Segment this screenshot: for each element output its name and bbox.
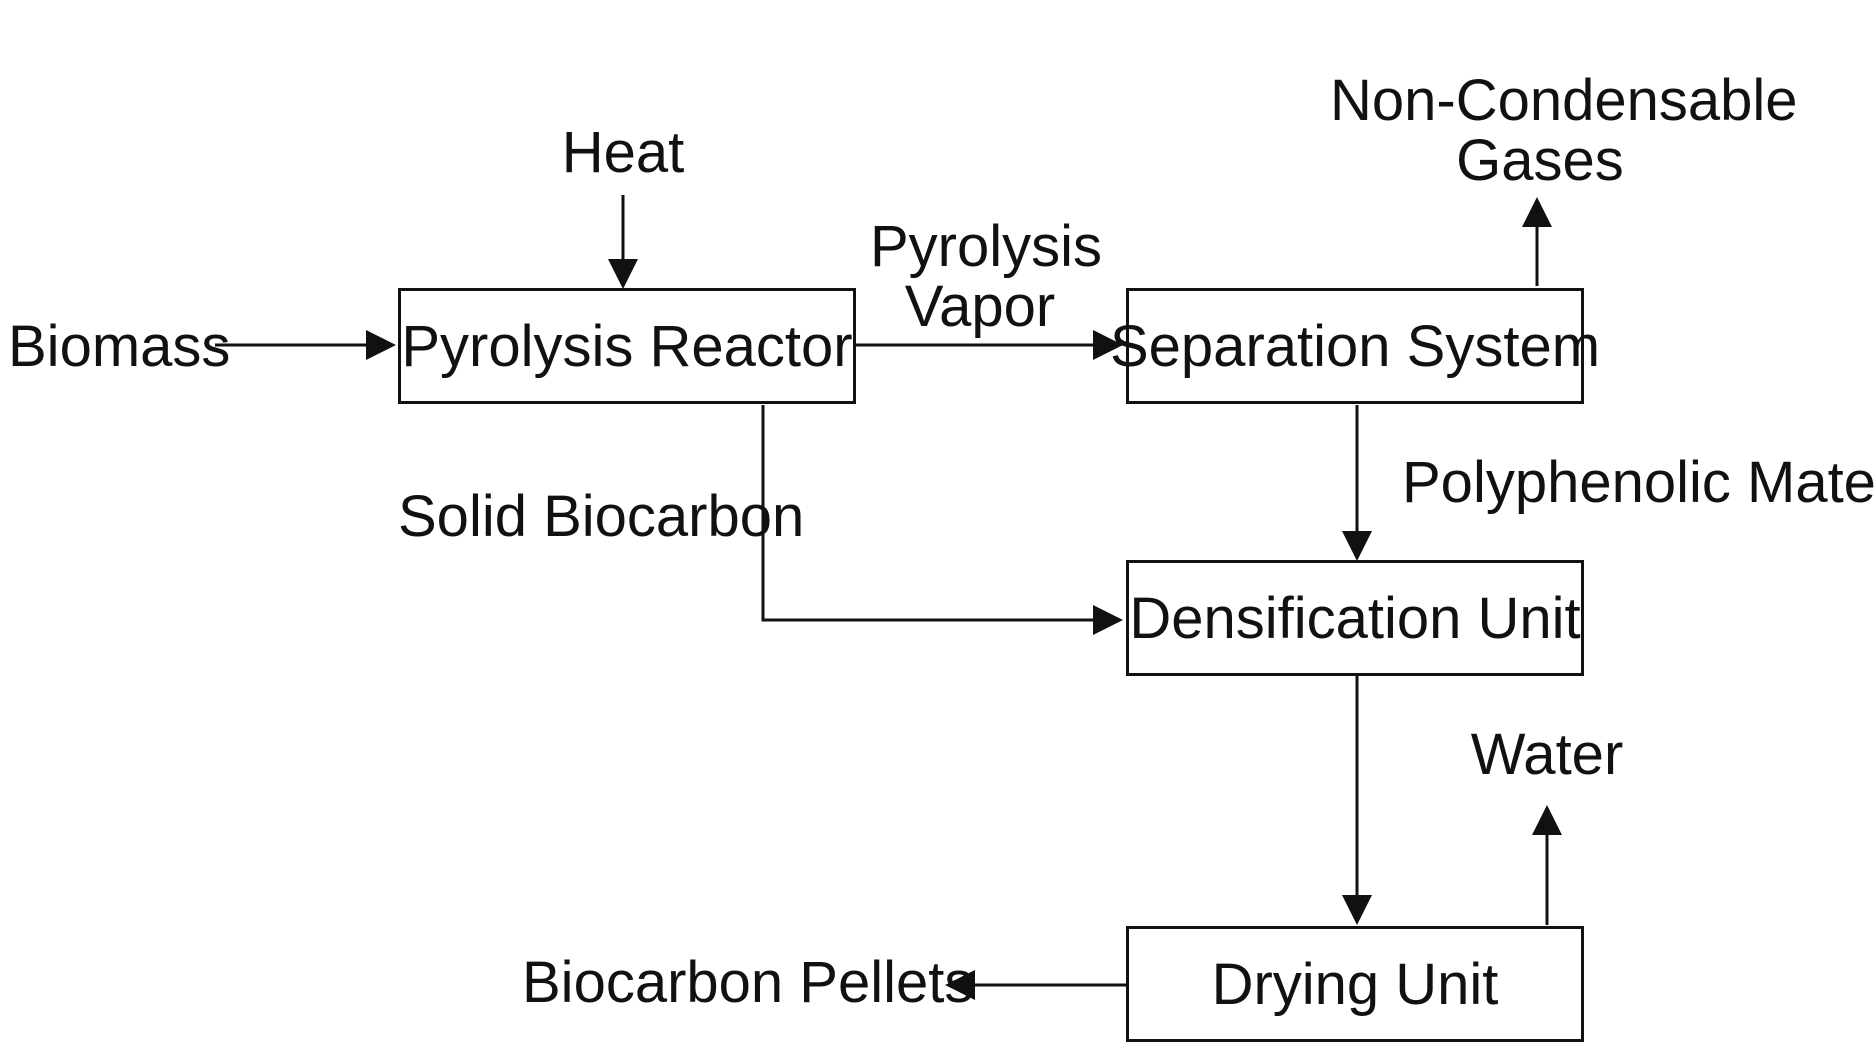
drying-unit-label: Drying Unit [1212, 951, 1499, 1018]
pyrolysis-reactor-label: Pyrolysis Reactor [401, 313, 852, 380]
solid-biocarbon-label: Solid Biocarbon [398, 488, 804, 546]
densification-unit-box: Densification Unit [1126, 560, 1584, 676]
reactor-to-densification-arrow [763, 405, 1120, 620]
drying-unit-box: Drying Unit [1126, 926, 1584, 1042]
heat-label: Heat [543, 124, 703, 182]
pyrolysis-reactor-box: Pyrolysis Reactor [398, 288, 856, 404]
separation-system-label: Separation System [1110, 313, 1600, 380]
water-label: Water [1457, 726, 1637, 784]
pyrolysis-vapor-label-line1: Pyrolysis [870, 218, 1090, 276]
pyrolysis-vapor-label-line2: Vapor [870, 278, 1090, 336]
densification-unit-label: Densification Unit [1129, 585, 1580, 652]
non-condensable-label-line1: Non-Condensable [1330, 72, 1750, 130]
biomass-label: Biomass [8, 318, 230, 376]
non-condensable-label-line2: Gases [1430, 132, 1650, 190]
biocarbon-pellets-label: Biocarbon Pellets [522, 954, 973, 1012]
separation-system-box: Separation System [1126, 288, 1584, 404]
polyphenolic-material-label: Polyphenolic Material [1402, 454, 1876, 512]
